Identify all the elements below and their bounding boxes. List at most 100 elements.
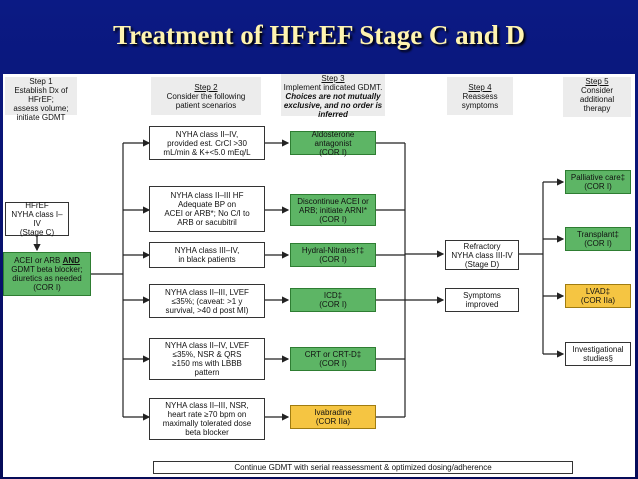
gdmt-line-2: GDMT beta blocker; xyxy=(11,265,83,274)
additional-4-line-1: Investigational xyxy=(572,345,624,354)
therapy-1-line-2: (COR I) xyxy=(319,147,347,157)
scenario-box-6: NYHA class II–III, NSR, heart rate ≥70 b… xyxy=(149,398,265,440)
therapy-3-line-2: (COR I) xyxy=(319,255,347,264)
step-4-header: Step 4 Reassess symptoms xyxy=(447,77,513,115)
additional-1-line-2: (COR I) xyxy=(584,182,612,191)
slide-title: Treatment of HFrEF Stage C and D xyxy=(113,20,525,50)
scenario-1-line-2: provided est. CrCl >30 xyxy=(167,138,247,148)
therapy-crt: CRT or CRT-D‡ (COR I) xyxy=(290,347,376,371)
initial-gdmt-box: ACEI or ARB AND GDMT beta blocker; diure… xyxy=(3,252,91,296)
additional-3-line-2: (COR IIa) xyxy=(580,296,616,305)
scenario-3-line-1: NYHA class III–IV, xyxy=(174,246,240,255)
therapy-aldosterone-antagonist: Aldosterone antagonist (COR I) xyxy=(290,129,376,157)
step-3-line-2: Choices are not mutually xyxy=(285,92,381,101)
therapy-hydral-nitrates: Hydral-Nitrates†‡ (COR I) xyxy=(290,243,376,267)
refractory-line-2: NYHA class III-IV xyxy=(451,250,513,260)
step-5-title: Step 5 xyxy=(585,77,609,86)
scenario-1-line-3: mL/min & K+<5.0 mEq/L xyxy=(163,147,251,157)
investigational-studies-box: Investigational studies§ xyxy=(565,342,631,366)
therapy-4-line-2: (COR I) xyxy=(319,300,347,309)
scenario-box-3: NYHA class III–IV, in black patients xyxy=(149,242,265,268)
hfref-line-3: (Stage C) xyxy=(19,228,55,237)
step-5-header: Step 5 Consider additional therapy xyxy=(563,77,631,117)
therapy-6-line-2: (COR IIa) xyxy=(315,417,351,426)
scenario-2-line-2: Adequate BP on xyxy=(177,200,237,209)
improved-line-2: improved xyxy=(465,300,499,309)
scenario-3-line-2: in black patients xyxy=(178,255,236,264)
scenario-6-line-4: beta blocker xyxy=(185,428,229,437)
hfref-line-1: HFrEF xyxy=(25,201,49,210)
additional-1-line-1: Palliative care‡ xyxy=(570,173,626,182)
step-3-line-1: Implement indicated GDMT. xyxy=(283,83,383,92)
gdmt-line-4: (COR I) xyxy=(33,283,61,292)
therapy-5-line-1: CRT or CRT-D‡ xyxy=(304,350,362,359)
therapy-4-line-1: ICD‡ xyxy=(323,291,343,300)
improved-line-1: Symptoms xyxy=(463,291,501,300)
step-2-line-2: patient scenarios xyxy=(175,101,237,110)
therapy-5-line-2: (COR I) xyxy=(319,359,347,368)
step-4-line-1: Reassess xyxy=(462,92,498,101)
step-5-line-1: Consider xyxy=(580,86,613,95)
therapy-2-line-1: Discontinue ACEI or xyxy=(297,196,369,206)
step-3-line-4: inferred xyxy=(318,110,348,119)
scenario-4-line-2: ≤35%; (caveat: >1 y xyxy=(171,296,243,306)
step-1-line-3: initiate GDMT xyxy=(16,113,66,122)
therapy-2-line-2: ARB; initiate ARNI* xyxy=(298,205,368,215)
scenario-1-line-1: NYHA class II–IV, xyxy=(175,129,239,139)
additional-2-line-2: (COR I) xyxy=(584,239,612,248)
therapy-ivabradine: Ivabradine (COR IIa) xyxy=(290,405,376,429)
step-4-line-2: symptoms xyxy=(461,101,499,110)
additional-2-line-1: Transplant‡ xyxy=(577,230,619,239)
step-1-title: Step 1 xyxy=(29,77,53,86)
scenario-2-line-3: ACEI or ARB*; No C/I to xyxy=(164,209,250,218)
gdmt-line-1a: ACEI or ARB xyxy=(14,256,61,265)
scenario-5-line-4: pattern xyxy=(194,368,220,377)
therapy-2-line-3: (COR I) xyxy=(319,214,347,224)
scenario-box-2: NYHA class II–III HF Adequate BP on ACEI… xyxy=(149,186,265,232)
step-1-line-2: assess volume; xyxy=(13,104,69,113)
scenario-5-line-1: NYHA class II–IV, LVEF xyxy=(164,341,250,350)
additional-4-line-2: studies§ xyxy=(583,354,613,363)
transplant-box: Transplant‡ (COR I) xyxy=(565,227,631,251)
hfref-stage-c-box: HFrEF NYHA class I–IV (Stage C) xyxy=(5,201,69,237)
lvad-box: LVAD‡ (COR IIa) xyxy=(565,284,631,308)
scenario-4-line-3: survival, >40 d post MI) xyxy=(165,305,249,315)
step-4-title: Step 4 xyxy=(468,83,492,92)
therapy-arni: Discontinue ACEI or ARB; initiate ARNI* … xyxy=(290,194,376,226)
refractory-stage-d-box: Refractory NYHA class III-IV (Stage D) xyxy=(445,240,519,270)
scenario-5-line-3: ≥150 ms with LBBB xyxy=(172,359,242,368)
step-2-title: Step 2 xyxy=(194,83,218,92)
scenario-box-1: NYHA class II–IV, provided est. CrCl >30… xyxy=(149,126,265,160)
therapy-icd: ICD‡ (COR I) xyxy=(290,288,376,312)
scenario-4-line-1: NYHA class II–III, LVEF xyxy=(165,287,249,297)
connector-lines xyxy=(33,139,565,421)
scenario-2-line-1: NYHA class II–III HF xyxy=(170,191,244,200)
refractory-line-1: Refractory xyxy=(463,241,501,251)
flowchart-panel: Step 1 Establish Dx of HFrEF; assess vol… xyxy=(3,74,635,477)
symptoms-improved-box: Symptoms improved xyxy=(445,288,519,312)
therapy-6-line-1: Ivabradine xyxy=(314,408,352,417)
palliative-care-box: Palliative care‡ (COR I) xyxy=(565,170,631,194)
refractory-line-3: (Stage D) xyxy=(464,259,500,269)
scenario-box-4: NYHA class II–III, LVEF ≤35%; (caveat: >… xyxy=(149,284,265,318)
step-1-header: Step 1 Establish Dx of HFrEF; assess vol… xyxy=(5,77,77,122)
therapy-3-line-1: Hydral-Nitrates†‡ xyxy=(301,246,365,255)
continue-gdmt-footer: Continue GDMT with serial reassessment &… xyxy=(153,461,573,474)
step-5-line-2: additional xyxy=(579,95,615,104)
scenario-2-line-4: ARB or sacubitril xyxy=(177,218,237,227)
step-2-line-1: Consider the following xyxy=(166,92,246,101)
step-1-line-1: Establish Dx of HFrEF; xyxy=(14,86,68,104)
step-2-header: Step 2 Consider the following patient sc… xyxy=(151,77,261,115)
gdmt-line-1: ACEI or ARB AND xyxy=(14,256,80,265)
step-3-header: Step 3 Implement indicated GDMT. Choices… xyxy=(281,74,385,119)
scenario-box-5: NYHA class II–IV, LVEF ≤35%, NSR & QRS ≥… xyxy=(149,338,265,380)
scenario-6-line-3: maximally tolerated dose xyxy=(162,419,252,428)
therapy-1-line-1: Aldosterone antagonist xyxy=(311,129,355,148)
gdmt-and: AND xyxy=(62,256,80,265)
gdmt-line-3: diuretics as needed xyxy=(12,274,82,283)
scenario-6-line-2: heart rate ≥70 bpm on xyxy=(167,410,247,419)
scenario-5-line-2: ≤35%, NSR & QRS xyxy=(172,350,242,359)
hfref-line-2: NYHA class I–IV xyxy=(11,210,63,228)
step-3-title: Step 3 xyxy=(321,74,345,83)
